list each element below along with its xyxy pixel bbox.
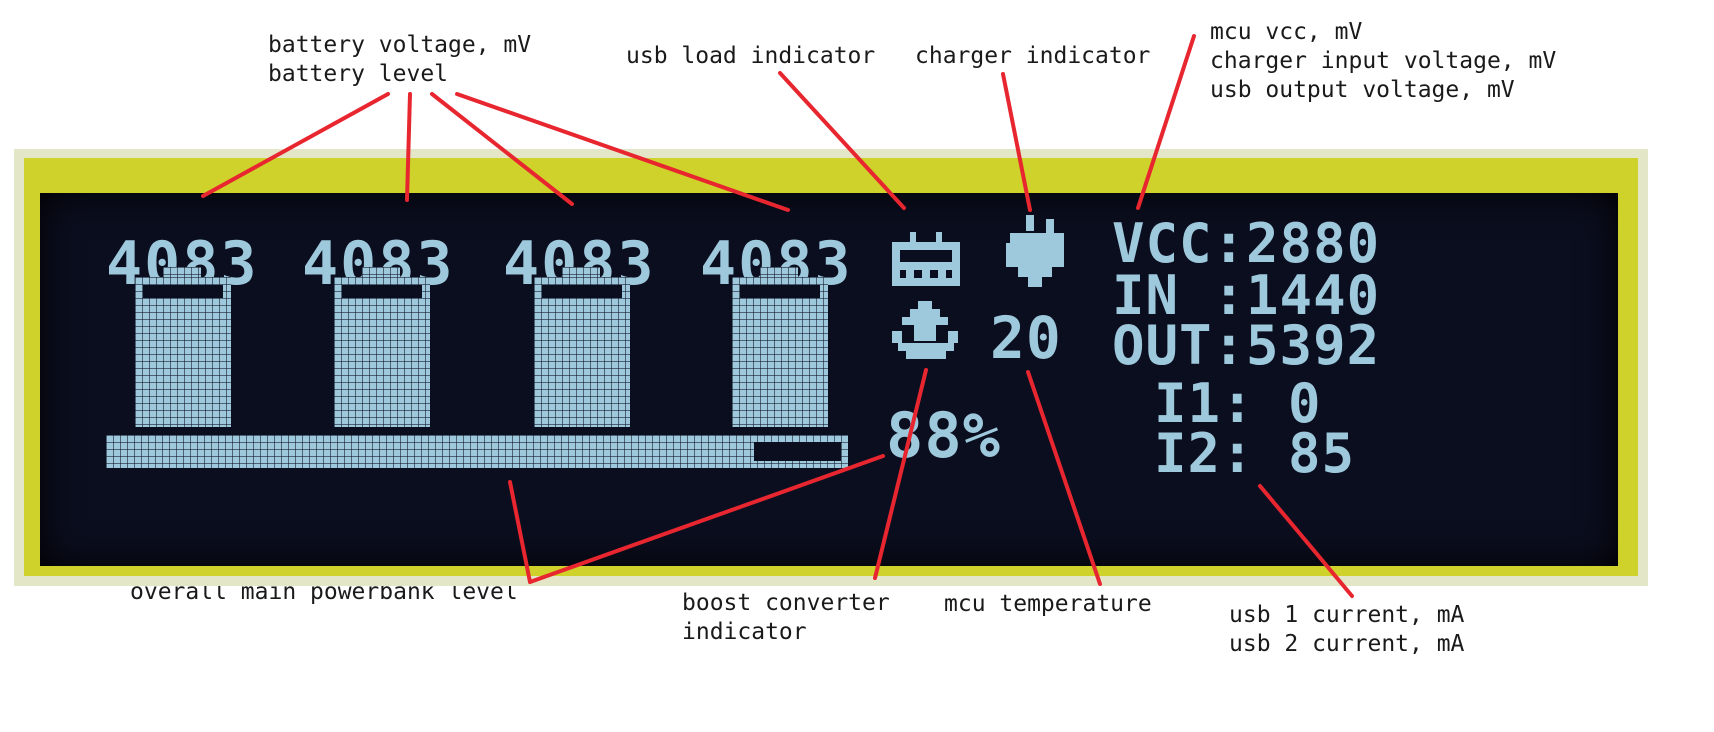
label-charger-input-voltage: charger input voltage, mV — [1210, 48, 1557, 74]
pointer-usb-current — [1258, 484, 1354, 598]
plug-icon — [1006, 215, 1064, 287]
overall-level-bar — [106, 435, 848, 468]
label-mcu-vcc: mcu vcc, mV — [1210, 19, 1363, 45]
label-boost-converter: boost converter — [682, 590, 890, 616]
mcu-temperature-value: 20 — [990, 304, 1062, 372]
pointer-overall-bar — [508, 480, 532, 584]
label-usb-load-indicator: usb load indicator — [626, 43, 876, 69]
output-voltage-readout: OUT:5392 — [1112, 314, 1381, 377]
battery-empty-space — [740, 285, 820, 298]
battery-body — [534, 277, 630, 427]
pointer-cell-1 — [201, 92, 390, 198]
battery-empty-space — [143, 285, 223, 298]
pointer-temperature — [1026, 370, 1102, 586]
pointer-boost — [873, 368, 928, 580]
battery-terminal — [760, 267, 798, 277]
battery-terminal — [362, 267, 400, 277]
overall-bar-outline — [106, 435, 848, 468]
pointer-cell-4 — [455, 92, 790, 212]
label-usb-output-voltage: usb output voltage, mV — [1210, 77, 1515, 103]
battery-empty-space — [342, 285, 422, 298]
pointer-cell-3 — [430, 92, 574, 206]
lcd-screen: 4083 4083 4083 4083 — [40, 193, 1618, 566]
boost-converter-icon — [892, 301, 958, 359]
pointer-usb-load — [778, 71, 906, 210]
usb1-current-readout: I1: 0 — [1154, 372, 1322, 435]
battery-terminal — [163, 267, 201, 277]
usb2-current-readout: I2: 85 — [1154, 422, 1356, 485]
pointer-mcu-vcc — [1136, 34, 1196, 210]
label-battery-level: battery level — [268, 61, 449, 87]
pointer-charger — [1001, 72, 1032, 212]
label-charger-indicator: charger indicator — [915, 43, 1151, 69]
battery-empty-space — [542, 285, 622, 298]
label-usb2-current: usb 2 current, mA — [1229, 631, 1465, 657]
pointer-cell-2 — [405, 92, 412, 202]
usb-load-icon — [892, 232, 960, 286]
battery-body — [135, 277, 231, 427]
overall-bar-empty-space — [754, 442, 841, 461]
label-boost-indicator: indicator — [682, 619, 807, 645]
vcc-readout: VCC:2880 — [1112, 212, 1381, 275]
label-battery-voltage: battery voltage, mV — [268, 32, 532, 58]
label-usb1-current: usb 1 current, mA — [1229, 602, 1465, 628]
battery-body — [732, 277, 828, 427]
battery-terminal — [562, 267, 600, 277]
label-mcu-temperature: mcu temperature — [944, 591, 1152, 617]
battery-body — [334, 277, 430, 427]
pointer-overall-percent — [528, 454, 885, 584]
input-voltage-readout: IN :1440 — [1112, 264, 1381, 327]
